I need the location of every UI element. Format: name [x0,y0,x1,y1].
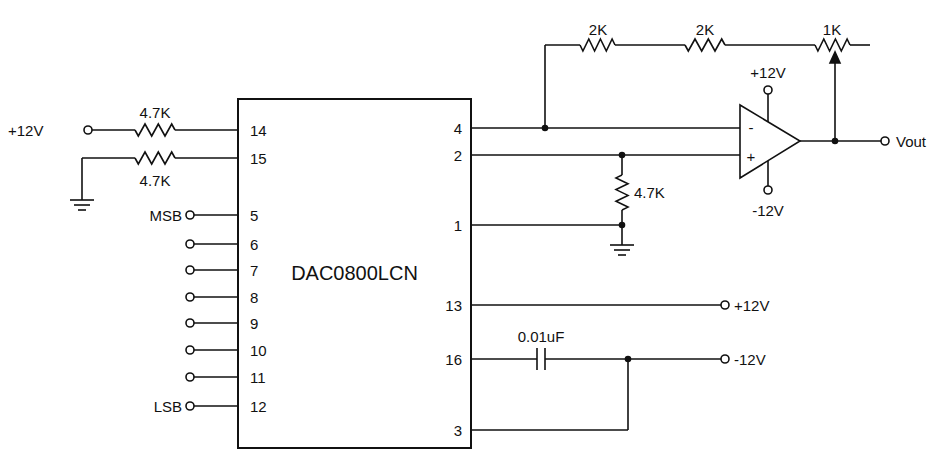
pin-number: 6 [250,236,258,253]
resistor-value: 1K [823,21,841,38]
wire [194,376,237,378]
junction-dot [833,139,838,144]
opamp-input-sign: - [749,119,754,136]
resistor-symbol [815,39,850,51]
terminal [186,346,194,354]
pin-number: 2 [454,147,462,164]
pin-number: 10 [250,342,267,359]
pin-number: 4 [454,120,462,137]
opamp-symbol [740,105,800,178]
resistor-symbols [135,39,850,210]
wire [194,269,237,271]
supply-label: +12V [750,64,785,81]
pin-number: 11 [250,369,266,386]
input-pins [186,211,237,410]
resistor-symbol [580,39,615,51]
pin-number: 1 [454,217,462,234]
ground-symbol [610,245,634,255]
resistor-symbol [135,152,175,164]
pin-number: 8 [250,289,258,306]
pin-number: 14 [250,122,267,139]
wire [194,243,237,245]
terminal [186,240,194,248]
pin-number: 5 [250,207,258,224]
supply-label: +12V [734,297,769,314]
terminal [186,319,194,327]
pin-number: 13 [445,297,462,314]
pin-number: 16 [445,351,462,368]
resistor-value: 4.7K [140,104,171,121]
resistor-symbol [616,175,628,210]
resistor-value: 4.7K [140,172,171,189]
chip-name: DAC0800LCN [285,256,424,291]
resistor-value: 4.7K [634,184,665,201]
terminal [721,301,729,309]
resistor-symbol [685,39,725,51]
capacitor-symbol [537,348,545,370]
ic-chip: DAC0800LCN [237,98,472,449]
terminal [84,126,92,134]
pin-number: 12 [250,398,267,415]
ground-symbol [70,200,94,210]
terminal [721,355,729,363]
junction-dot [620,223,625,228]
terminal [186,293,194,301]
wire [194,214,237,216]
wire [194,322,237,324]
wire [194,349,237,351]
opamp-input-sign: + [747,148,756,165]
pin-number: 9 [250,315,258,332]
resistor-value: 2K [696,21,714,38]
supply-label: -12V [752,202,784,219]
wire [194,296,237,298]
signal-name: MSB [149,207,182,224]
output-label: Vout [896,133,926,150]
pin-number: 7 [250,262,258,279]
signal-name: LSB [154,398,182,415]
terminal [764,86,772,94]
resistor-value: 2K [589,21,607,38]
terminal [764,186,772,194]
capacitor-value: 0.01uF [518,328,565,345]
resistor-symbol [135,124,175,136]
supply-label: +12V [8,122,43,139]
terminal [186,211,194,219]
terminal [186,266,194,274]
wiper-arrow [830,52,840,63]
terminal [186,402,194,410]
pin-number: 3 [454,422,462,439]
pin-number: 15 [250,150,267,167]
supply-label: -12V [734,351,766,368]
terminal [186,373,194,381]
wire [194,405,237,407]
terminal [881,137,889,145]
